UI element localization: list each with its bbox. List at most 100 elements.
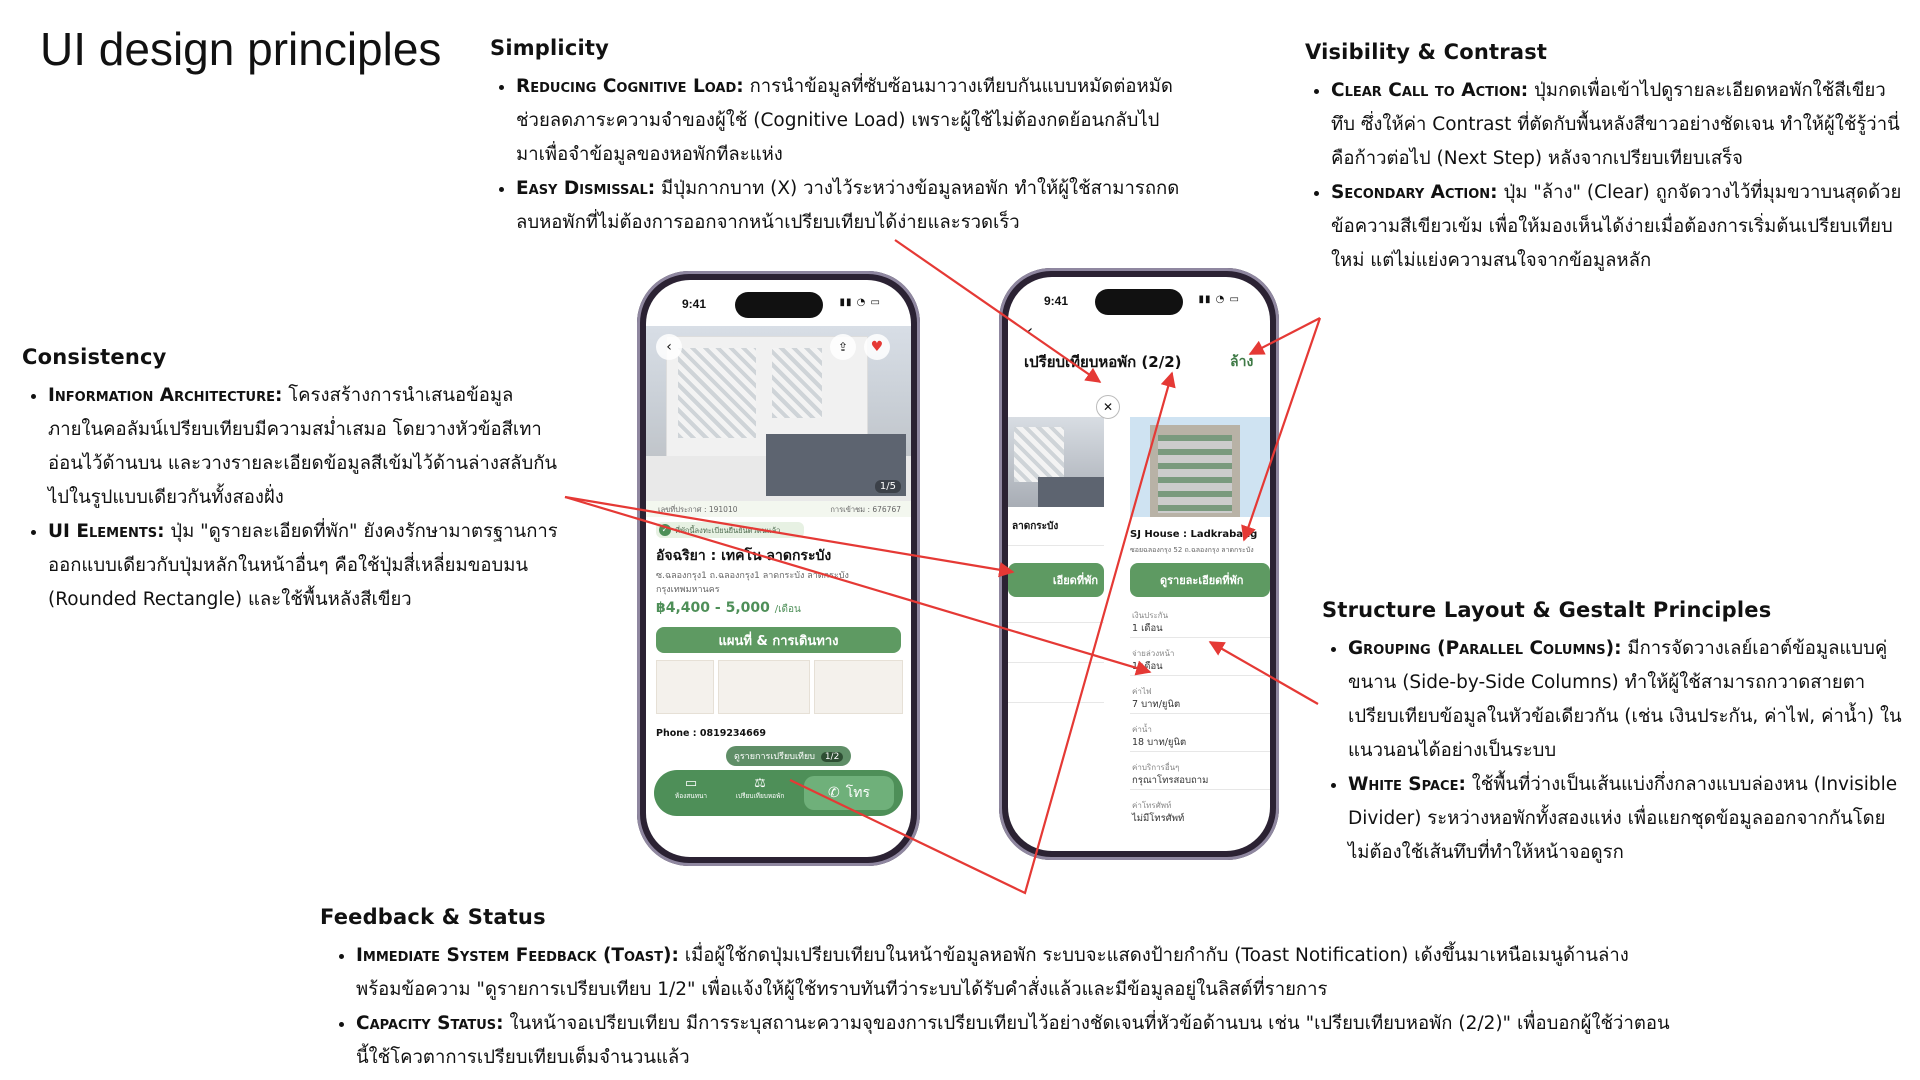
left-detail-label: เอียดที่พัก (1052, 574, 1098, 587)
map-travel-button[interactable]: แผนที่ & การเดินทาง (656, 627, 901, 653)
feedback-section: Feedback & Status Immediate System Feedb… (320, 905, 1670, 1075)
item-text: ในหน้าจอเปรียบเทียบ มีการระบุสถานะความจุ… (356, 1013, 1670, 1068)
view-count: การเข้าชม : 676767 (830, 505, 901, 514)
lattice-wall (1014, 427, 1064, 482)
detail-button-label: ดูรายละเอียดที่พัก (1160, 574, 1244, 587)
detail-button[interactable]: ดูรายละเอียดที่พัก (1130, 563, 1270, 597)
nav-call-button[interactable]: ✆ โทร (804, 776, 894, 810)
phone-screen: 9:41 ▮▮ ◔ ▭ ‹ ⇪ ♥ 1/5 เลขที่ประกาศ : 191… (646, 280, 911, 857)
bottom-nav: ▭ ห้องสนทนา ⚖ เปรียบเทียบหอพัก ✆ โทร (654, 770, 903, 816)
divider (1008, 662, 1104, 663)
item-key: Immediate System Feedback (Toast): (356, 945, 679, 966)
building-stripes (1158, 435, 1232, 513)
phone-screen: 9:41 ▮▮ ◔ ▭ ‹ เปรียบเทียบหอพัก (2/2) ล้า… (1008, 277, 1270, 851)
simplicity-section: Simplicity Reducing Cognitive Load: การน… (490, 36, 1180, 240)
compare-header: เปรียบเทียบหอพัก (2/2) (1024, 353, 1182, 371)
item-text: ใช้พื้นที่ว่างเป็นเส้นแบ่งกึ่งกลางแบบล่อ… (1348, 774, 1898, 863)
item-key: Easy Dismissal: (516, 178, 656, 199)
right-dorm-address: ซอยฉลองกรุง 52 ถ.ฉลองกรุง ลาดกระบัง (1130, 546, 1254, 554)
price-value: ฿4,400 - 5,000 (656, 600, 770, 616)
map-thumbnail[interactable] (814, 660, 903, 714)
divider (1130, 713, 1270, 714)
field-value: กรุณาโทรสอบถาม (1132, 775, 1209, 786)
signal-wifi-battery-icon: ▮▮ ◔ ▭ (1198, 294, 1240, 305)
item-key: Reducing Cognitive Load: (516, 76, 744, 97)
price-unit: /เดือน (774, 604, 801, 615)
consistency-item: Information Architecture: โครงสร้างการนำ… (48, 379, 562, 515)
nav-call-label: โทร (845, 785, 870, 801)
check-icon: ✓ (659, 524, 671, 536)
left-detail-button[interactable]: เอียดที่พัก (1008, 563, 1104, 597)
lattice-wall (678, 348, 756, 438)
lattice-wall (772, 348, 822, 418)
item-key: Capacity Status: (356, 1013, 504, 1034)
divider (1130, 789, 1270, 790)
verified-badge: ✓ ที่พักนี้ลงทะเบียนยืนยันตัวตนแล้ว (656, 522, 804, 538)
structure-item: Grouping (Parallel Columns): มีการจัดวาง… (1348, 632, 1902, 768)
item-key: Clear Call to Action: (1331, 80, 1529, 101)
simplicity-heading: Simplicity (490, 36, 610, 60)
nav-chat-label: ห้องสนทนา (674, 792, 708, 800)
divider (1130, 675, 1270, 676)
phone-dorm-detail: 9:41 ▮▮ ◔ ▭ ‹ ⇪ ♥ 1/5 เลขที่ประกาศ : 191… (637, 271, 920, 866)
visibility-item: Secondary Action: ปุ่ม "ล้าง" (Clear) ถู… (1331, 176, 1905, 278)
phone-number[interactable]: Phone : 0819234669 (656, 728, 766, 739)
item-key: White Space: (1348, 774, 1466, 795)
toast-count: 1/2 (820, 752, 844, 762)
phone-icon: ✆ (827, 785, 840, 801)
simplicity-item: Reducing Cognitive Load: การนำข้อมูลที่ซ… (516, 70, 1180, 172)
field-value: 1 เดือน (1132, 623, 1163, 634)
right-dorm-name: SJ House : Ladkrabang (1130, 529, 1258, 540)
gate-dark (1038, 477, 1104, 507)
divider (1008, 702, 1104, 703)
dorm-address-line1: ซ.ฉลองกรุง1 ถ.ฉลองกรุง1 ลาดกระบัง ลาดกระ… (656, 571, 849, 581)
back-icon[interactable]: ‹ (1026, 321, 1034, 342)
price-range: ฿4,400 - 5,000 /เดือน (656, 600, 801, 617)
item-text: ปุ่ม "ดูรายละเอียดที่พัก" ยังคงรักษามาตร… (48, 521, 558, 610)
dynamic-island (1095, 289, 1183, 315)
visibility-section: Visibility & Contrast Clear Call to Acti… (1305, 40, 1905, 278)
page-title: UI design principles (40, 23, 442, 75)
dorm-name: อัจฉริยา : เทคโน ลาดกระบัง (656, 548, 832, 564)
map-thumbnail[interactable] (656, 660, 714, 714)
item-text: ปุ่มกดเพื่อเข้าไปดูรายละเอียดหอพักใช้สีเ… (1331, 80, 1900, 169)
field-value: 1 เดือน (1132, 661, 1163, 672)
field-value: ไม่มีโทรศัพท์ (1132, 813, 1185, 824)
toast-text: ดูรายการเปรียบเทียบ (734, 752, 815, 762)
consistency-section: Consistency Information Architecture: โค… (22, 345, 562, 617)
chat-icon: ▭ (684, 776, 698, 791)
simplicity-item: Easy Dismissal: มีปุ่มกากบาท (X) วางไว้ร… (516, 172, 1180, 240)
left-dorm-photo (1008, 417, 1104, 507)
dorm-photo[interactable]: ‹ ⇪ ♥ 1/5 (646, 326, 911, 501)
heart-icon[interactable]: ♥ (864, 334, 890, 360)
item-text: เมื่อผู้ใช้กดปุ่มเปรียบเทียบในหน้าข้อมูล… (356, 945, 1629, 1000)
nav-compare[interactable]: ⚖ เปรียบเทียบหอพัก (728, 776, 792, 801)
dynamic-island (734, 292, 823, 318)
feedback-item: Immediate System Feedback (Toast): เมื่อ… (356, 939, 1670, 1007)
back-icon[interactable]: ‹ (656, 334, 682, 360)
map-thumbnail[interactable] (718, 660, 810, 714)
scale-icon: ⚖ (754, 776, 766, 791)
signal-wifi-battery-icon: ▮▮ ◔ ▭ (839, 297, 881, 308)
nav-compare-label: เปรียบเทียบหอพัก (735, 792, 785, 800)
field-value: 18 บาท/ยูนิต (1132, 737, 1187, 748)
item-text: มีปุ่มกากบาท (X) วางไว้ระหว่างข้อมูลหอพั… (516, 178, 1180, 233)
status-time: 9:41 (682, 297, 707, 311)
clear-button[interactable]: ล้าง (1230, 354, 1254, 370)
divider (1008, 622, 1104, 623)
phone-compare: 9:41 ▮▮ ◔ ▭ ‹ เปรียบเทียบหอพัก (2/2) ล้า… (999, 268, 1279, 860)
item-text: ปุ่ม "ล้าง" (Clear) ถูกจัดวางไว้ที่มุมขว… (1331, 182, 1902, 271)
listing-id: เลขที่ประกาศ : 191010 (658, 505, 738, 514)
photo-count: 1/5 (874, 480, 901, 493)
nav-chat[interactable]: ▭ ห้องสนทนา (662, 776, 720, 801)
share-icon[interactable]: ⇪ (830, 334, 856, 360)
consistency-heading: Consistency (22, 345, 167, 369)
item-key: UI Elements: (48, 521, 165, 542)
close-icon[interactable]: ✕ (1096, 395, 1120, 419)
structure-heading: Structure Layout & Gestalt Principles (1322, 598, 1772, 622)
divider (1008, 545, 1104, 546)
field-value: 7 บาท/ยูนิต (1132, 699, 1181, 710)
compare-toast[interactable]: ดูรายการเปรียบเทียบ 1/2 (726, 746, 852, 766)
left-dorm-name: ลาดกระบัง (1012, 521, 1059, 532)
status-time: 9:41 (1044, 294, 1069, 308)
